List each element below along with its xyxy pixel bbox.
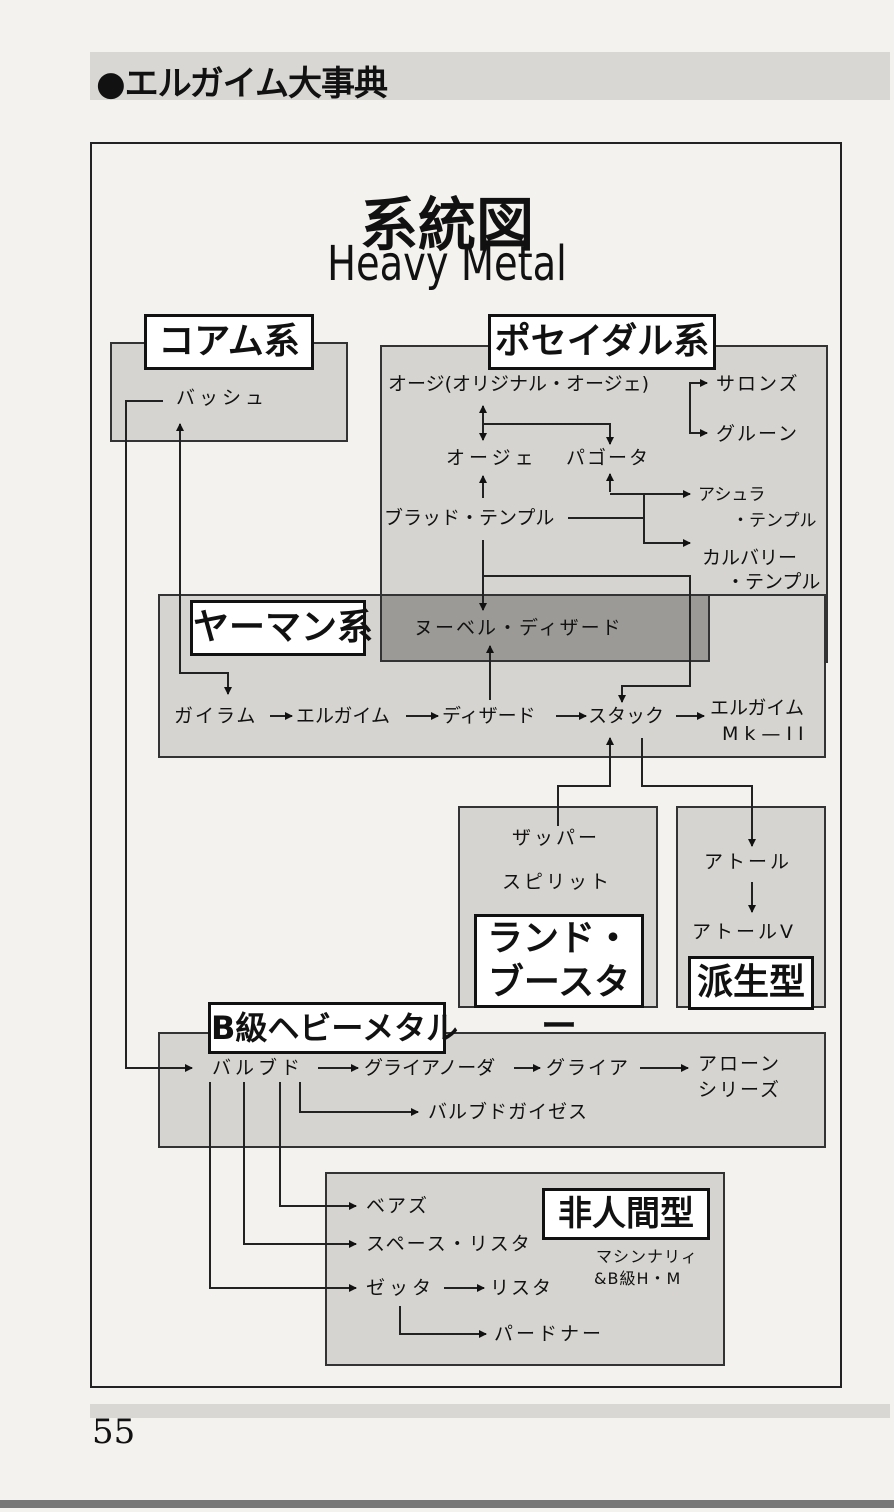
node-grianoda: グライアノーダ	[364, 1057, 496, 1079]
poseidal-group-label: ポセイダル系	[488, 314, 716, 370]
diagram-frame	[90, 142, 842, 1388]
haseigata-group-label: 派生型	[688, 956, 814, 1010]
node-bassh: バッシュ	[176, 387, 269, 409]
node-elgaim-mk2-suffix: Mk—II	[722, 723, 810, 745]
nouvel-overlap-panel	[380, 594, 710, 662]
header-band	[90, 52, 890, 100]
node-salons: サロンズ	[716, 373, 800, 395]
node-beards: ベアズ	[366, 1195, 430, 1217]
page-number: 55	[92, 1412, 136, 1452]
node-zetta: ゼッタ	[366, 1277, 436, 1299]
node-glune: グルーン	[716, 423, 800, 445]
land-booster-group-label: ランド・ ブースター	[474, 914, 644, 1047]
node-calvary-temple: ・テンプル	[726, 571, 821, 593]
b-class-group-label: B級ヘビーメタル	[208, 1002, 458, 1054]
node-dizard: ディザード	[442, 705, 536, 727]
node-spacelista: スペース・リスタ	[366, 1233, 532, 1255]
node-elgaim-mk2: エルガイム	[710, 697, 805, 719]
node-gairam: ガイラム	[174, 705, 258, 727]
node-pardner: パードナー	[494, 1323, 605, 1345]
hijinkan-group-label: 非人間型	[542, 1188, 710, 1240]
node-alon: アローン	[698, 1053, 782, 1075]
node-barbud: バルブド	[212, 1057, 305, 1079]
node-machinery-bclass: &B級H・M	[594, 1269, 682, 1288]
diagram-title: 系統図	[359, 191, 534, 259]
koam-group-label: コアム系	[144, 314, 314, 370]
node-ogi-original: オージ(オリジナル・オージェ)	[388, 373, 650, 395]
node-elgaim: エルガイム	[296, 705, 391, 727]
node-stack: スタック	[588, 705, 665, 727]
node-machinery: マシンナリィ	[596, 1247, 699, 1266]
node-atol: アトール	[704, 851, 793, 873]
diagram-subtitle: Heavy Metal	[327, 236, 567, 292]
node-lista: リスタ	[490, 1277, 554, 1299]
node-barbud-gaizes: バルブドガイゼス	[428, 1101, 589, 1123]
node-zappa: ザッパー	[512, 827, 601, 849]
node-spirit: スピリット	[502, 871, 613, 893]
node-calvary: カルバリー	[702, 547, 798, 569]
footer-band	[90, 1404, 890, 1418]
node-ashura: アシュラ	[698, 485, 766, 505]
node-ashura-temple: ・テンプル	[732, 511, 817, 531]
page-bottom-edge	[0, 1500, 894, 1508]
node-bloodtemple: ブラッド・テンプル	[384, 507, 555, 529]
node-pagoda: パゴータ	[566, 447, 651, 469]
node-alon-series: シリーズ	[698, 1079, 782, 1101]
node-atol-v: アトールV	[692, 921, 796, 943]
node-grier: グライア	[546, 1057, 631, 1079]
yaman-group-label: ヤーマン系	[190, 600, 373, 656]
node-ogie: オージェ	[446, 447, 538, 469]
node-nouvel-dizard: ヌーベル・ディザード	[414, 617, 623, 639]
page-header-title: ●エルガイム大事典	[96, 64, 388, 104]
